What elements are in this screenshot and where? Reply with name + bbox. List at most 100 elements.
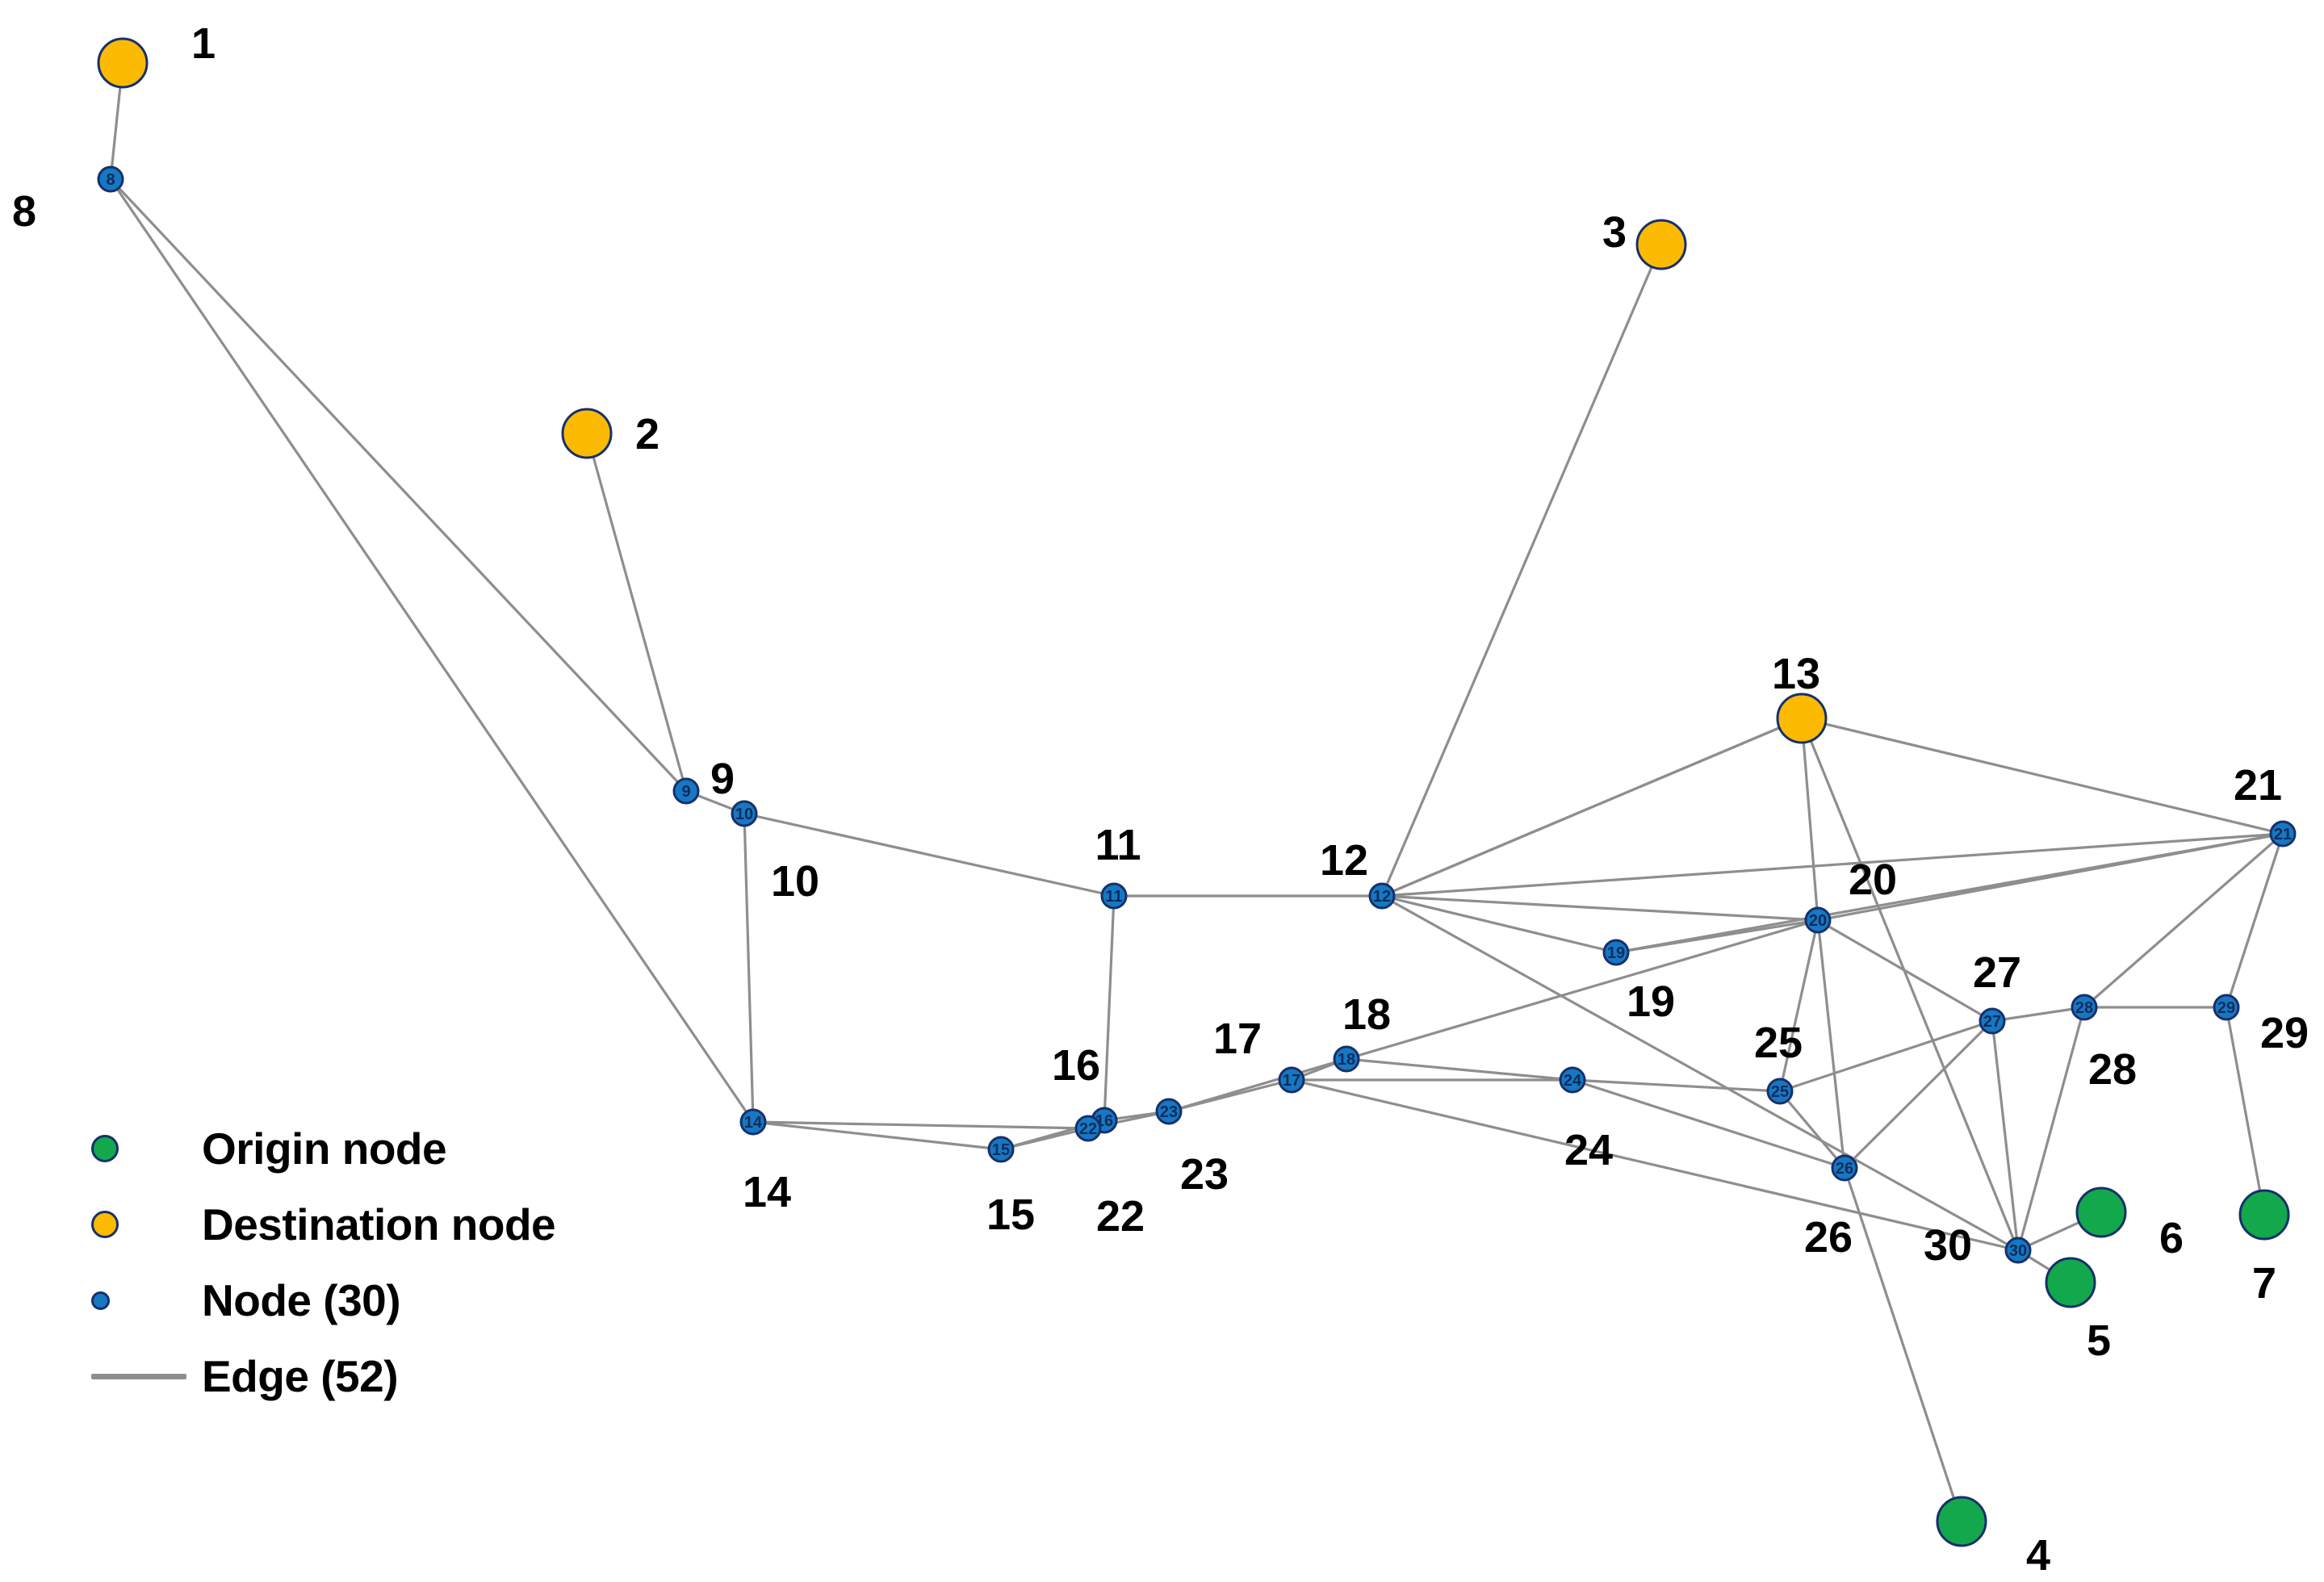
graph-edge xyxy=(1816,832,2284,922)
graph-node-inner-label-11: 11 xyxy=(1105,888,1122,906)
graph-node-10[interactable] xyxy=(731,800,758,827)
graph-node-29[interactable] xyxy=(2213,994,2240,1021)
graph-node-inner-label-29: 29 xyxy=(2217,999,2235,1017)
graph-node-label-11: 11 xyxy=(1095,821,1141,869)
legend-item-0: Origin node xyxy=(77,1124,555,1174)
graph-node-17[interactable] xyxy=(1278,1066,1305,1094)
graph-node-inner-label-25: 25 xyxy=(1771,1083,1789,1101)
legend-item-2: Node (30) xyxy=(77,1275,555,1325)
graph-edge xyxy=(743,812,755,1124)
graph-node-label-7: 7 xyxy=(2251,1259,2277,1308)
graph-edge xyxy=(2225,832,2284,1009)
legend-swatch-cell xyxy=(77,1373,202,1379)
legend-label: Node (30) xyxy=(202,1275,401,1325)
graph-node-label-12: 12 xyxy=(1319,836,1369,885)
graph-edge xyxy=(1380,717,1803,898)
graph-node-inner-label-28: 28 xyxy=(2075,999,2093,1017)
graph-node-label-1: 1 xyxy=(191,19,216,68)
graph-edge xyxy=(1816,919,1994,1023)
graph-node-inner-label-30: 30 xyxy=(2009,1242,2027,1260)
legend-item-1: Destination node xyxy=(77,1199,556,1249)
graph-node-inner-label-15: 15 xyxy=(992,1141,1010,1159)
graph-edge xyxy=(1345,1057,1574,1082)
graph-node-label-22: 22 xyxy=(1095,1192,1145,1241)
graph-edge xyxy=(1778,1090,1846,1170)
graph-node-label-23: 23 xyxy=(1179,1150,1229,1199)
graph-node-15[interactable] xyxy=(987,1136,1015,1163)
graph-node-label-8: 8 xyxy=(11,187,37,236)
graph-node-1[interactable] xyxy=(97,37,149,89)
graph-node-22[interactable] xyxy=(1074,1115,1102,1142)
graph-node-label-2: 2 xyxy=(634,410,660,458)
graph-edge xyxy=(1843,1166,1963,1523)
graph-node-label-4: 4 xyxy=(2025,1531,2051,1580)
graph-node-23[interactable] xyxy=(1155,1098,1183,1125)
graph-node-label-29: 29 xyxy=(2259,1009,2309,1057)
legend-circle-icon xyxy=(91,1291,110,1310)
graph-edge xyxy=(1778,1019,1994,1093)
legend-edge-line-icon xyxy=(91,1373,186,1379)
graph-node-26[interactable] xyxy=(1831,1154,1858,1182)
graph-node-14[interactable] xyxy=(739,1108,767,1136)
graph-node-2[interactable] xyxy=(561,408,613,459)
graph-node-25[interactable] xyxy=(1766,1078,1794,1105)
graph-node-label-18: 18 xyxy=(1342,990,1392,1039)
graph-edge xyxy=(585,432,688,793)
graph-node-20[interactable] xyxy=(1804,906,1832,934)
graph-edge xyxy=(1800,717,2284,835)
graph-edge xyxy=(2016,1006,2086,1252)
graph-node-21[interactable] xyxy=(2269,820,2297,848)
graph-node-label-5: 5 xyxy=(2086,1316,2112,1365)
graph-node-inner-label-17: 17 xyxy=(1283,1072,1300,1090)
graph-node-12[interactable] xyxy=(1368,882,1396,910)
legend-circle-icon xyxy=(91,1135,119,1162)
graph-edge xyxy=(1991,1006,2086,1023)
legend-circle-icon xyxy=(91,1211,119,1238)
graph-edge xyxy=(1571,1078,1846,1170)
graph-node-27[interactable] xyxy=(1979,1007,2006,1035)
graph-edge xyxy=(752,1120,1090,1130)
graph-edge xyxy=(109,178,755,1124)
graph-edge xyxy=(1380,894,1819,922)
graph-edge xyxy=(1843,1019,1994,1170)
graph-node-19[interactable] xyxy=(1602,939,1630,966)
graph-edge xyxy=(1380,894,1618,954)
legend-label: Edge (52) xyxy=(202,1351,399,1401)
legend-swatch-cell xyxy=(77,1135,202,1162)
graph-node-11[interactable] xyxy=(1100,882,1128,910)
graph-edge xyxy=(2083,832,2284,1009)
graph-node-4[interactable] xyxy=(1936,1496,1987,1547)
legend-swatch-cell xyxy=(77,1291,202,1310)
graph-node-5[interactable] xyxy=(2045,1257,2096,1308)
graph-node-inner-label-22: 22 xyxy=(1079,1120,1097,1138)
graph-edge xyxy=(1571,1078,1782,1093)
graph-node-label-27: 27 xyxy=(1972,948,2022,997)
graph-node-30[interactable] xyxy=(2004,1237,2032,1264)
graph-node-label-25: 25 xyxy=(1753,1019,1803,1067)
graph-node-7[interactable] xyxy=(2238,1189,2290,1241)
graph-edge xyxy=(1816,919,1846,1170)
graph-node-24[interactable] xyxy=(1559,1066,1586,1094)
graph-node-label-24: 24 xyxy=(1564,1126,1614,1174)
graph-edge xyxy=(1800,717,1819,922)
graph-edge xyxy=(1778,919,1819,1093)
graph-edge xyxy=(1991,1019,2020,1252)
graph-node-label-30: 30 xyxy=(1923,1221,1973,1270)
graph-node-label-3: 3 xyxy=(1602,208,1627,257)
graph-node-18[interactable] xyxy=(1333,1045,1360,1073)
graph-node-inner-label-24: 24 xyxy=(1564,1072,1582,1090)
graph-node-28[interactable] xyxy=(2071,994,2098,1021)
graph-node-3[interactable] xyxy=(1635,219,1687,270)
graph-node-13[interactable] xyxy=(1776,693,1828,744)
graph-node-6[interactable] xyxy=(2075,1186,2127,1238)
graph-node-9[interactable] xyxy=(672,777,700,805)
graph-node-inner-label-26: 26 xyxy=(1836,1160,1853,1178)
graph-node-label-17: 17 xyxy=(1212,1015,1262,1063)
graph-node-inner-label-18: 18 xyxy=(1338,1051,1355,1069)
graph-node-label-9: 9 xyxy=(710,755,735,803)
graph-edge xyxy=(743,812,1116,898)
graph-node-8[interactable] xyxy=(97,165,124,193)
graph-node-label-21: 21 xyxy=(2233,761,2283,810)
graph-node-inner-label-10: 10 xyxy=(735,806,753,823)
